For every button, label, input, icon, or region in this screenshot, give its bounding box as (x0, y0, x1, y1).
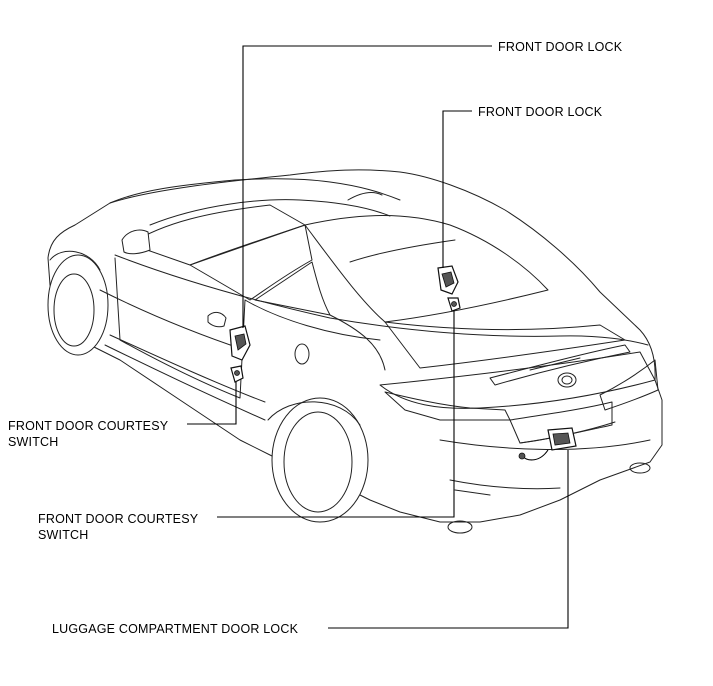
car-illustration (47, 169, 663, 534)
leader-courtesy-switch-right (217, 310, 455, 518)
label-courtesy-switch-left-line2: SWITCH (8, 435, 59, 449)
leader-lines (187, 45, 569, 629)
label-front-door-lock-right: FRONT DOOR LOCK (478, 105, 603, 119)
right-courtesy-switch-part (447, 297, 461, 312)
left-front-door-lock-part (229, 325, 251, 361)
leader-front-door-lock-right (442, 110, 472, 268)
label-courtesy-switch-right-line2: SWITCH (38, 528, 89, 542)
label-front-door-lock-left: FRONT DOOR LOCK (498, 40, 623, 54)
right-front-door-lock-part (437, 265, 459, 295)
luggage-lock-part (518, 427, 577, 461)
left-courtesy-switch-part (230, 365, 244, 383)
label-courtesy-switch-right-line1: FRONT DOOR COURTESY (38, 512, 199, 526)
leader-courtesy-switch-left (187, 382, 237, 425)
leader-front-door-lock-left (242, 45, 492, 328)
callout-labels: FRONT DOOR LOCK FRONT DOOR LOCK FRONT DO… (8, 40, 623, 636)
label-luggage-lock: LUGGAGE COMPARTMENT DOOR LOCK (52, 622, 299, 636)
leader-luggage-lock (328, 450, 569, 629)
label-courtesy-switch-left-line1: FRONT DOOR COURTESY (8, 419, 169, 433)
